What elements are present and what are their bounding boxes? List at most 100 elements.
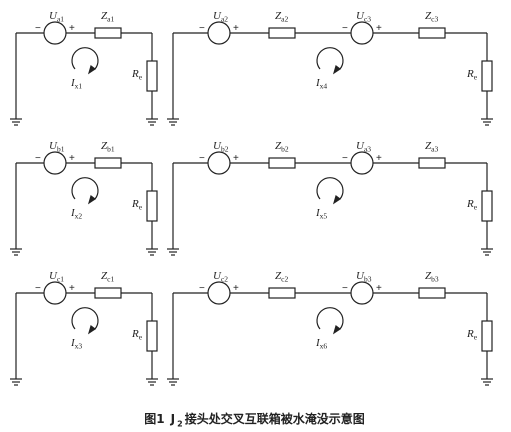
minus-sign: − xyxy=(35,153,41,164)
resistor-label: Re xyxy=(466,68,478,82)
figure-number: 图1 xyxy=(144,412,165,426)
impedance-label: Za3 xyxy=(425,140,438,154)
plus-sign: + xyxy=(233,23,239,34)
impedance-label: Za2 xyxy=(275,10,288,24)
ground-symbol xyxy=(10,118,22,126)
earth-resistor xyxy=(146,190,158,222)
current-arrowhead xyxy=(87,324,97,335)
ground-symbol xyxy=(167,248,179,256)
current-label: Ix6 xyxy=(315,337,327,351)
earth-resistor xyxy=(146,60,158,92)
earth-resistor xyxy=(481,320,493,352)
ground-symbol xyxy=(10,378,22,386)
minus-sign: − xyxy=(342,153,348,164)
impedance-label: Za1 xyxy=(101,10,114,24)
source-label: Ua2 xyxy=(213,10,228,24)
impedance-label: Zb3 xyxy=(425,270,439,284)
ground-symbol xyxy=(10,248,22,256)
voltage-source xyxy=(350,151,374,175)
source-label: Uc3 xyxy=(356,10,371,24)
source-label: Uc1 xyxy=(49,270,64,284)
resistor-label: Re xyxy=(466,198,478,212)
impedance-label: Zc3 xyxy=(425,10,438,24)
source-label: Uc2 xyxy=(213,270,228,284)
ground-symbol xyxy=(146,248,158,256)
ground-symbol xyxy=(481,248,493,256)
voltage-source xyxy=(350,281,374,305)
current-loop-arrow xyxy=(316,177,344,200)
source-label: Ua3 xyxy=(356,140,371,154)
minus-sign: − xyxy=(35,23,41,34)
current-arrowhead xyxy=(87,64,97,75)
impedance xyxy=(94,287,122,299)
impedance xyxy=(268,27,296,39)
resistor-label: Re xyxy=(131,328,143,342)
minus-sign: − xyxy=(199,23,205,34)
current-label: Ix3 xyxy=(70,337,82,351)
ground-symbol xyxy=(146,118,158,126)
current-loop-arrow xyxy=(71,177,99,200)
plus-sign: + xyxy=(69,283,75,294)
impedance xyxy=(268,157,296,169)
current-arrowhead xyxy=(332,324,342,335)
current-loop-arrow xyxy=(316,47,344,70)
impedance xyxy=(94,157,122,169)
minus-sign: − xyxy=(342,283,348,294)
impedance-label: Zc2 xyxy=(275,270,288,284)
minus-sign: − xyxy=(199,283,205,294)
current-arrowhead xyxy=(332,194,342,205)
voltage-source xyxy=(43,281,67,305)
resistor-label: Re xyxy=(131,68,143,82)
resistor-label: Re xyxy=(131,198,143,212)
plus-sign: + xyxy=(376,283,382,294)
voltage-source xyxy=(207,21,231,45)
resistor-label: Re xyxy=(466,328,478,342)
current-label: Ix1 xyxy=(70,77,82,91)
minus-sign: − xyxy=(35,283,41,294)
ground-symbol xyxy=(167,118,179,126)
source-label: Ub3 xyxy=(356,270,372,284)
current-arrowhead xyxy=(332,64,342,75)
current-loop-arrow xyxy=(71,47,99,70)
plus-sign: + xyxy=(69,23,75,34)
current-loop-arrow xyxy=(316,307,344,330)
earth-resistor xyxy=(481,60,493,92)
voltage-source xyxy=(350,21,374,45)
impedance xyxy=(94,27,122,39)
current-loop-arrow xyxy=(71,307,99,330)
plus-sign: + xyxy=(233,283,239,294)
ground-symbol xyxy=(481,378,493,386)
voltage-source xyxy=(207,151,231,175)
voltage-source xyxy=(43,151,67,175)
voltage-source xyxy=(43,21,67,45)
impedance xyxy=(418,157,446,169)
plus-sign: + xyxy=(69,153,75,164)
impedance-label: Zc1 xyxy=(101,270,114,284)
earth-resistor xyxy=(146,320,158,352)
earth-resistor xyxy=(481,190,493,222)
current-label: Ix2 xyxy=(70,207,82,221)
minus-sign: − xyxy=(342,23,348,34)
source-label: Ub2 xyxy=(213,140,229,154)
ground-symbol xyxy=(146,378,158,386)
plus-sign: + xyxy=(233,153,239,164)
voltage-source xyxy=(207,281,231,305)
ground-symbol xyxy=(167,378,179,386)
current-arrowhead xyxy=(87,194,97,205)
impedance xyxy=(268,287,296,299)
plus-sign: + xyxy=(376,153,382,164)
minus-sign: − xyxy=(199,153,205,164)
caption-title-subscript: 2 xyxy=(177,419,183,429)
impedance xyxy=(418,27,446,39)
impedance xyxy=(418,287,446,299)
current-label: Ix4 xyxy=(315,77,327,91)
